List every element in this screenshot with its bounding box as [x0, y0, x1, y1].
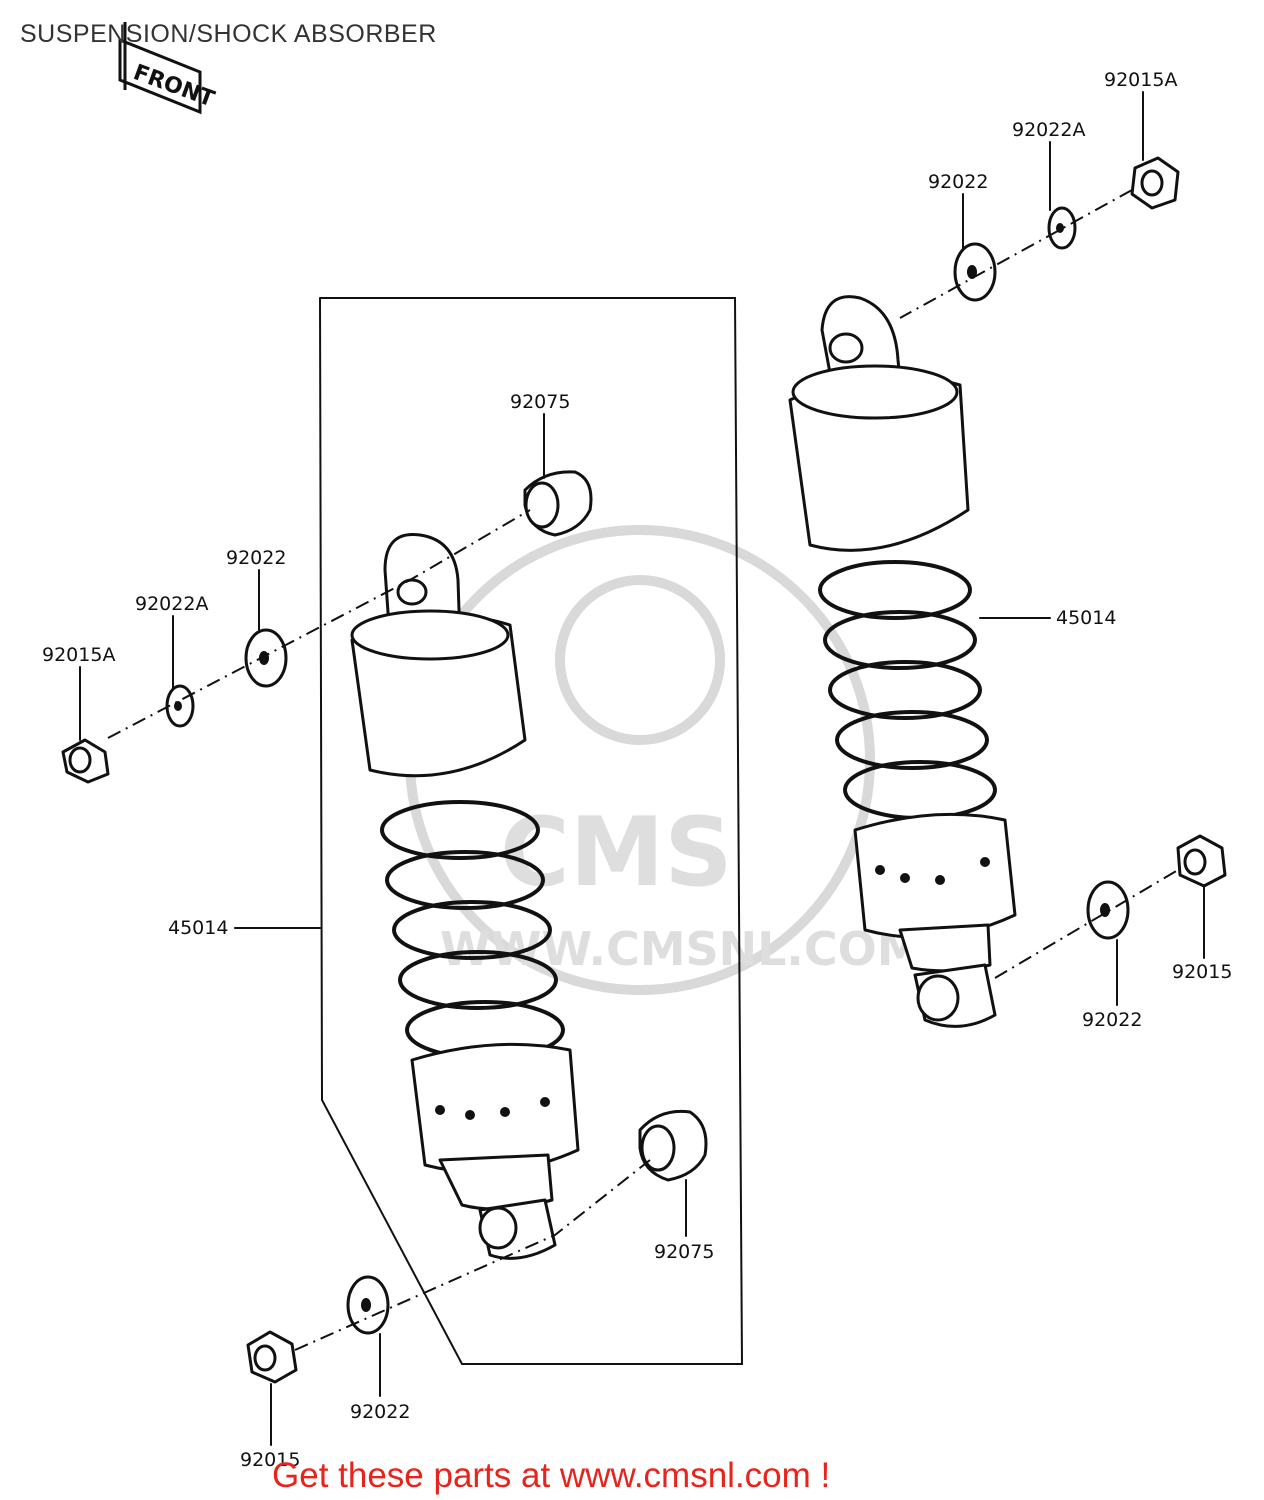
shock-absorber-right [788, 295, 1017, 1028]
axis-line-lower-left [294, 1159, 651, 1351]
nut-92015-lower-right [1176, 834, 1227, 888]
washer-92022-lower-left [346, 1275, 390, 1335]
callout-92022a-upper-left: 92022A [135, 593, 208, 615]
nut-92015a-upper-left [61, 738, 110, 784]
watermark-url: WWW.CMSNL.COM [440, 922, 923, 976]
callout-92022-upper-right: 92022 [928, 171, 988, 193]
axis-line-upper-right [899, 189, 1133, 319]
promo-link[interactable]: Get these parts at www.cmsnl.com ! [272, 1456, 831, 1495]
callout-92075-lower-left: 92075 [654, 1241, 714, 1263]
axis-line-upper-left [107, 509, 531, 739]
callout-92015a-upper-left: 92015A [42, 644, 115, 666]
leader-lines [79, 91, 1205, 1446]
lockwasher-92022a-upper-left [165, 684, 195, 728]
washer-92022-upper-right [953, 242, 997, 302]
callout-45014-left: 45014 [168, 917, 228, 939]
watermark: CMS WWW.CMSNL.COM [405, 525, 923, 995]
washer-92022-upper-left [244, 628, 288, 688]
lockwasher-92022a-upper-right [1047, 206, 1077, 250]
callout-92015-lower-left: 92015 [240, 1449, 300, 1471]
callout-92015a-upper-right: 92015A [1104, 69, 1177, 91]
callout-92022a-upper-right: 92022A [1012, 119, 1085, 141]
washer-92022-lower-right [1086, 880, 1130, 940]
callout-92015-lower-right: 92015 [1172, 961, 1232, 983]
bushing-92075-lower-left [638, 1109, 708, 1182]
callout-92022-lower-left: 92022 [350, 1401, 410, 1423]
callout-92075-upper-left: 92075 [510, 391, 570, 413]
callout-92022-upper-left: 92022 [226, 547, 286, 569]
nut-92015-lower-left [246, 1330, 298, 1384]
nut-92015a-upper-right [1130, 156, 1180, 210]
page-title: SUSPENSION/SHOCK ABSORBER [20, 20, 437, 48]
callout-45014-right: 45014 [1056, 607, 1116, 629]
axis-line-lower-right [994, 869, 1179, 979]
callout-92022-lower-right: 92022 [1082, 1009, 1142, 1031]
assembly-boundary [319, 297, 744, 1365]
bushing-92075-upper-left [523, 470, 593, 537]
